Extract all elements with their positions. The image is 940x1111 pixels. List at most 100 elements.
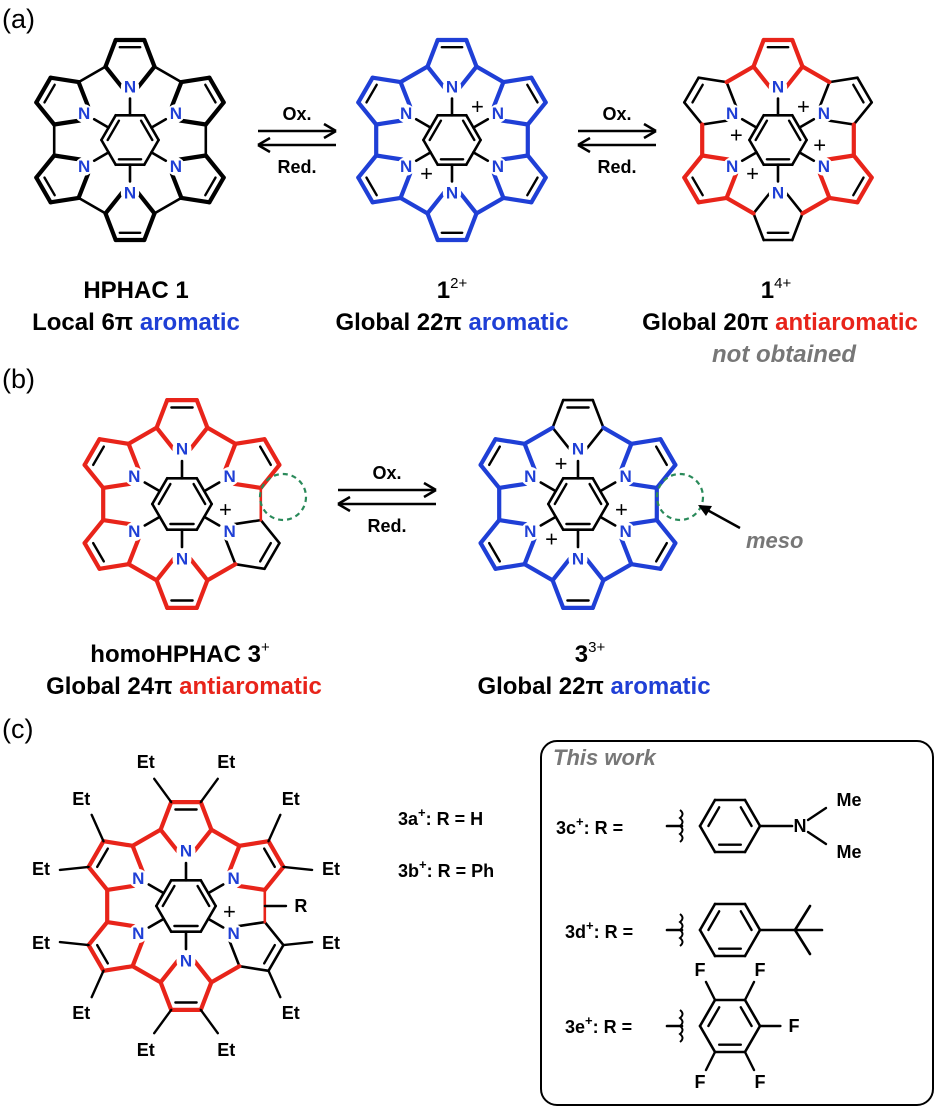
meso-bond xyxy=(126,425,159,446)
pyrrole-double-bond xyxy=(91,541,106,563)
n-atom: N xyxy=(620,522,632,541)
pyrrole-bond xyxy=(751,37,766,69)
positive-charge: + xyxy=(420,161,433,186)
meso-highlight-circle xyxy=(655,472,705,522)
pyrrole-bond xyxy=(818,80,831,108)
n-atom: N xyxy=(176,550,188,569)
ethyl-group: Et xyxy=(32,933,50,953)
pyrrole-bond xyxy=(97,437,131,446)
meso-bond xyxy=(474,195,506,216)
n-benzene-bond xyxy=(798,151,816,162)
n-benzene-bond xyxy=(143,515,161,527)
caption-homohphac-name: homoHPHAC 3+ xyxy=(90,639,270,668)
pyrrole-bond xyxy=(522,441,537,472)
ethyl-bond xyxy=(152,777,173,804)
meso-bond xyxy=(474,64,506,85)
equilibrium-arrow-b: Ox. Red. xyxy=(337,463,437,536)
n-atom: N xyxy=(818,104,830,123)
ethyl-group: Et xyxy=(217,752,235,772)
n-atom-bg xyxy=(128,868,148,888)
pyrrole-bond xyxy=(154,398,170,430)
methyl-group: Me xyxy=(836,790,861,810)
n-atom-bg xyxy=(814,157,834,176)
def-3c: 3c+: R = xyxy=(556,814,623,838)
pyrrole-bond xyxy=(158,827,180,854)
caption-1-2plus-name: 12+ xyxy=(437,275,468,304)
substituent-tert-butylphenyl xyxy=(665,902,824,958)
fluorine-atom: F xyxy=(695,960,706,980)
n-atom-bg xyxy=(220,466,240,486)
meso-bond xyxy=(398,64,430,85)
phenyl-bond xyxy=(698,824,717,854)
ethyl-group: Et xyxy=(282,1003,300,1023)
pyrrole-bond xyxy=(828,76,859,84)
meso-bond xyxy=(800,64,832,85)
n-atom: N xyxy=(726,104,738,123)
caption-hphac-1-desc: Local 6π aromatic xyxy=(32,309,240,336)
pyrrole-bond xyxy=(724,171,739,200)
n-atom: N xyxy=(128,467,140,486)
pyrrole-bond xyxy=(82,437,102,467)
pyrrole-bond xyxy=(425,211,440,243)
phenyl-bond xyxy=(743,998,762,1028)
ethyl-bond xyxy=(199,777,220,804)
pyrrole-bond xyxy=(522,536,537,567)
positive-charge: + xyxy=(746,161,759,186)
n-atom-bg xyxy=(220,522,240,542)
pyrrole-double-bond xyxy=(95,943,110,965)
pyrrole-bond xyxy=(105,883,137,893)
n-atom-bg xyxy=(722,157,742,176)
c-f-bond xyxy=(743,980,756,1002)
equilibrium-arrow-a2: Ox. Red. xyxy=(577,104,657,177)
n-atom: N xyxy=(572,550,584,569)
benzene-double-bond xyxy=(192,482,207,506)
caption-1-4plus-desc: Global 20π antiaromatic xyxy=(642,309,918,336)
pyrrole-bond xyxy=(259,518,281,545)
pyrrole-bond xyxy=(725,80,738,108)
meso-bond xyxy=(522,425,555,446)
pyrrole-bond xyxy=(101,964,135,973)
meso-bond xyxy=(205,562,238,583)
n-atom: N xyxy=(572,439,584,458)
pyrrole-bond xyxy=(101,839,135,848)
pyrrole-double-bond xyxy=(655,541,668,563)
pyrrole-bond xyxy=(356,175,375,205)
n-benzene-bond xyxy=(598,515,617,527)
red-label: Red. xyxy=(277,157,316,177)
pyrrole-bond xyxy=(224,537,237,566)
pyrrole-bond xyxy=(126,536,141,567)
pyrrole-double-bond xyxy=(852,83,865,104)
pyrrole-bond xyxy=(266,839,286,870)
ethyl-bond xyxy=(267,969,282,999)
pyrrole-double-bond xyxy=(488,445,501,467)
def-3b: 3b+: R = Ph xyxy=(398,857,494,881)
pyrrole-bond xyxy=(425,64,446,90)
pyrrole-bond xyxy=(619,536,634,567)
red-label: Red. xyxy=(597,157,636,177)
n-atom-bg xyxy=(396,104,416,123)
pyrrole-bond xyxy=(374,118,405,127)
meso-bond xyxy=(130,827,163,848)
pyrrole-double-bond xyxy=(691,83,704,104)
pyrrole-bond xyxy=(851,153,874,180)
n-atom: N xyxy=(78,157,90,176)
pyrrole-bond xyxy=(627,481,659,490)
pyrrole-bond xyxy=(136,190,157,216)
pyrrole-bond xyxy=(825,153,856,162)
pyrrole-bond xyxy=(34,100,57,127)
pyrrole-bond xyxy=(700,119,730,126)
pyrrole-bond xyxy=(852,101,874,126)
pyrrole-bond xyxy=(356,153,379,180)
pyrrole-bond xyxy=(223,441,238,472)
benzene-double-bond xyxy=(428,119,443,142)
phenyl-bond xyxy=(743,798,762,828)
n-atom-bg xyxy=(722,104,742,123)
pyrrole-bond xyxy=(101,517,133,527)
pyrrole-bond xyxy=(76,171,91,200)
pyrrole-double-bond xyxy=(365,83,378,104)
n-atom: N xyxy=(620,467,632,486)
pyrrole-bond xyxy=(126,441,141,472)
ethyl-group: Et xyxy=(72,789,90,809)
fluorine-atom: F xyxy=(755,1072,766,1092)
n-atom: N xyxy=(400,104,412,123)
